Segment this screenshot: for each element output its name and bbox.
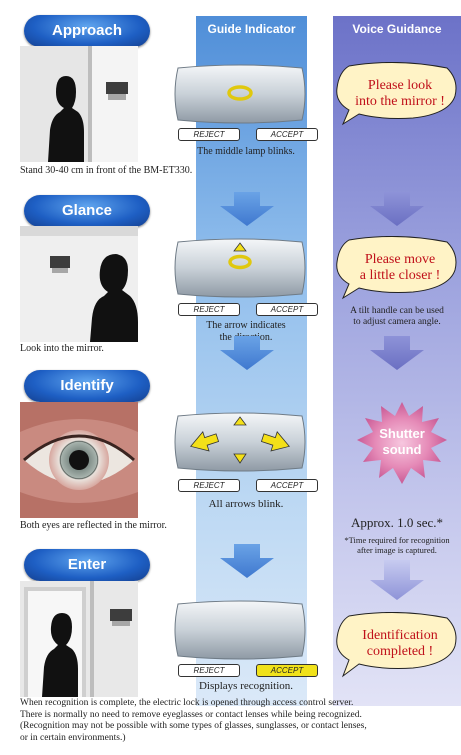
glance-accept-label: ACCEPT: [256, 303, 318, 316]
glance-voice-bubble: [333, 235, 461, 307]
step-identify-label: Identify: [24, 370, 150, 402]
step-approach-label: Approach: [24, 15, 150, 47]
identify-indicator-caption: All arrows blink.: [208, 498, 284, 510]
footer-line-2: There is normally no need to remove eyeg…: [20, 709, 362, 720]
approach-voice-line-1: Please look: [367, 78, 433, 93]
guide-down-arrow-icon: [220, 192, 274, 226]
approach-indicator-panel: [172, 64, 308, 133]
enter-accept-label-lit: ACCEPT: [256, 664, 318, 677]
enter-voice-line-1: Identification: [362, 628, 438, 643]
timing-note-2: after image is captured.: [357, 545, 437, 555]
middle-lamp-icon: [227, 85, 253, 101]
footer-notes: When recognition is complete, the electr…: [20, 698, 460, 744]
identify-caption: Both eyes are reflected in the mirror.: [20, 520, 167, 531]
guide-indicator-heading: Guide Indicator: [207, 22, 296, 36]
approach-accept-label: ACCEPT: [256, 128, 318, 141]
enter-indicator-panel: [172, 600, 308, 669]
identify-eye-photo: [20, 402, 138, 518]
step-glance-label: Glance: [24, 195, 150, 227]
guide-down-arrow-icon: [220, 336, 274, 370]
approach-photo: [20, 46, 138, 162]
identify-reject-label: REJECT: [178, 479, 240, 492]
enter-indicator-caption: Displays recognition.: [198, 680, 294, 692]
glance-indicator-panel: [172, 238, 308, 307]
footer-line-1: When recognition is complete, the electr…: [20, 698, 354, 708]
footer-line-3: (Recognition may not be possible with so…: [20, 721, 367, 731]
glance-indicator-caption-1: The arrow indicates: [206, 320, 286, 331]
down-arrow-icon: [233, 453, 247, 464]
glance-caption: Look into the mirror.: [20, 343, 104, 354]
middle-lamp-icon: [228, 254, 252, 270]
glance-voice-note-1: A tilt handle can be used: [350, 306, 444, 316]
footer-line-4: or in certain environments.): [20, 732, 126, 743]
glance-voice-note-2: to adjust camera angle.: [353, 317, 441, 327]
glance-photo: [20, 226, 138, 342]
identify-accept-label: ACCEPT: [256, 479, 318, 492]
glance-voice-line-1: Please move: [364, 252, 436, 267]
glance-reject-label: REJECT: [178, 303, 240, 316]
left-arrow-icon: [189, 431, 220, 452]
enter-voice-bubble: [333, 611, 461, 685]
enter-photo: [20, 581, 138, 697]
approach-caption: Stand 30-40 cm in front of the BM-ET330.: [20, 165, 193, 176]
identify-indicator-panel: [172, 412, 308, 481]
glance-voice-line-2: a little closer !: [359, 268, 441, 283]
shutter-line-2: sound: [382, 442, 422, 457]
enter-voice-line-2: completed !: [366, 644, 434, 659]
approach-reject-label: REJECT: [178, 128, 240, 141]
shutter-sound-burst-icon: [357, 400, 447, 491]
voice-guidance-heading: Voice Guidance: [352, 22, 442, 36]
identify-timing: Approx. 1.0 sec.*: [350, 515, 444, 530]
shutter-line-1: Shutter: [379, 426, 425, 441]
voice-down-arrow-icon: [370, 192, 424, 226]
enter-reject-label: REJECT: [178, 664, 240, 677]
timing-note-1: *Time required for recognition: [344, 535, 450, 545]
step-enter-label: Enter: [24, 549, 150, 581]
up-arrow-icon: [233, 242, 247, 252]
up-arrow-icon: [233, 416, 247, 426]
approach-voice-line-2: into the mirror !: [355, 94, 445, 109]
voice-down-arrow-icon: [370, 560, 424, 600]
guide-down-arrow-icon: [220, 544, 274, 578]
approach-voice-bubble: [333, 61, 461, 133]
approach-indicator-caption: The middle lamp blinks.: [197, 146, 295, 157]
voice-down-arrow-icon: [370, 336, 424, 370]
right-arrow-icon: [260, 431, 291, 452]
